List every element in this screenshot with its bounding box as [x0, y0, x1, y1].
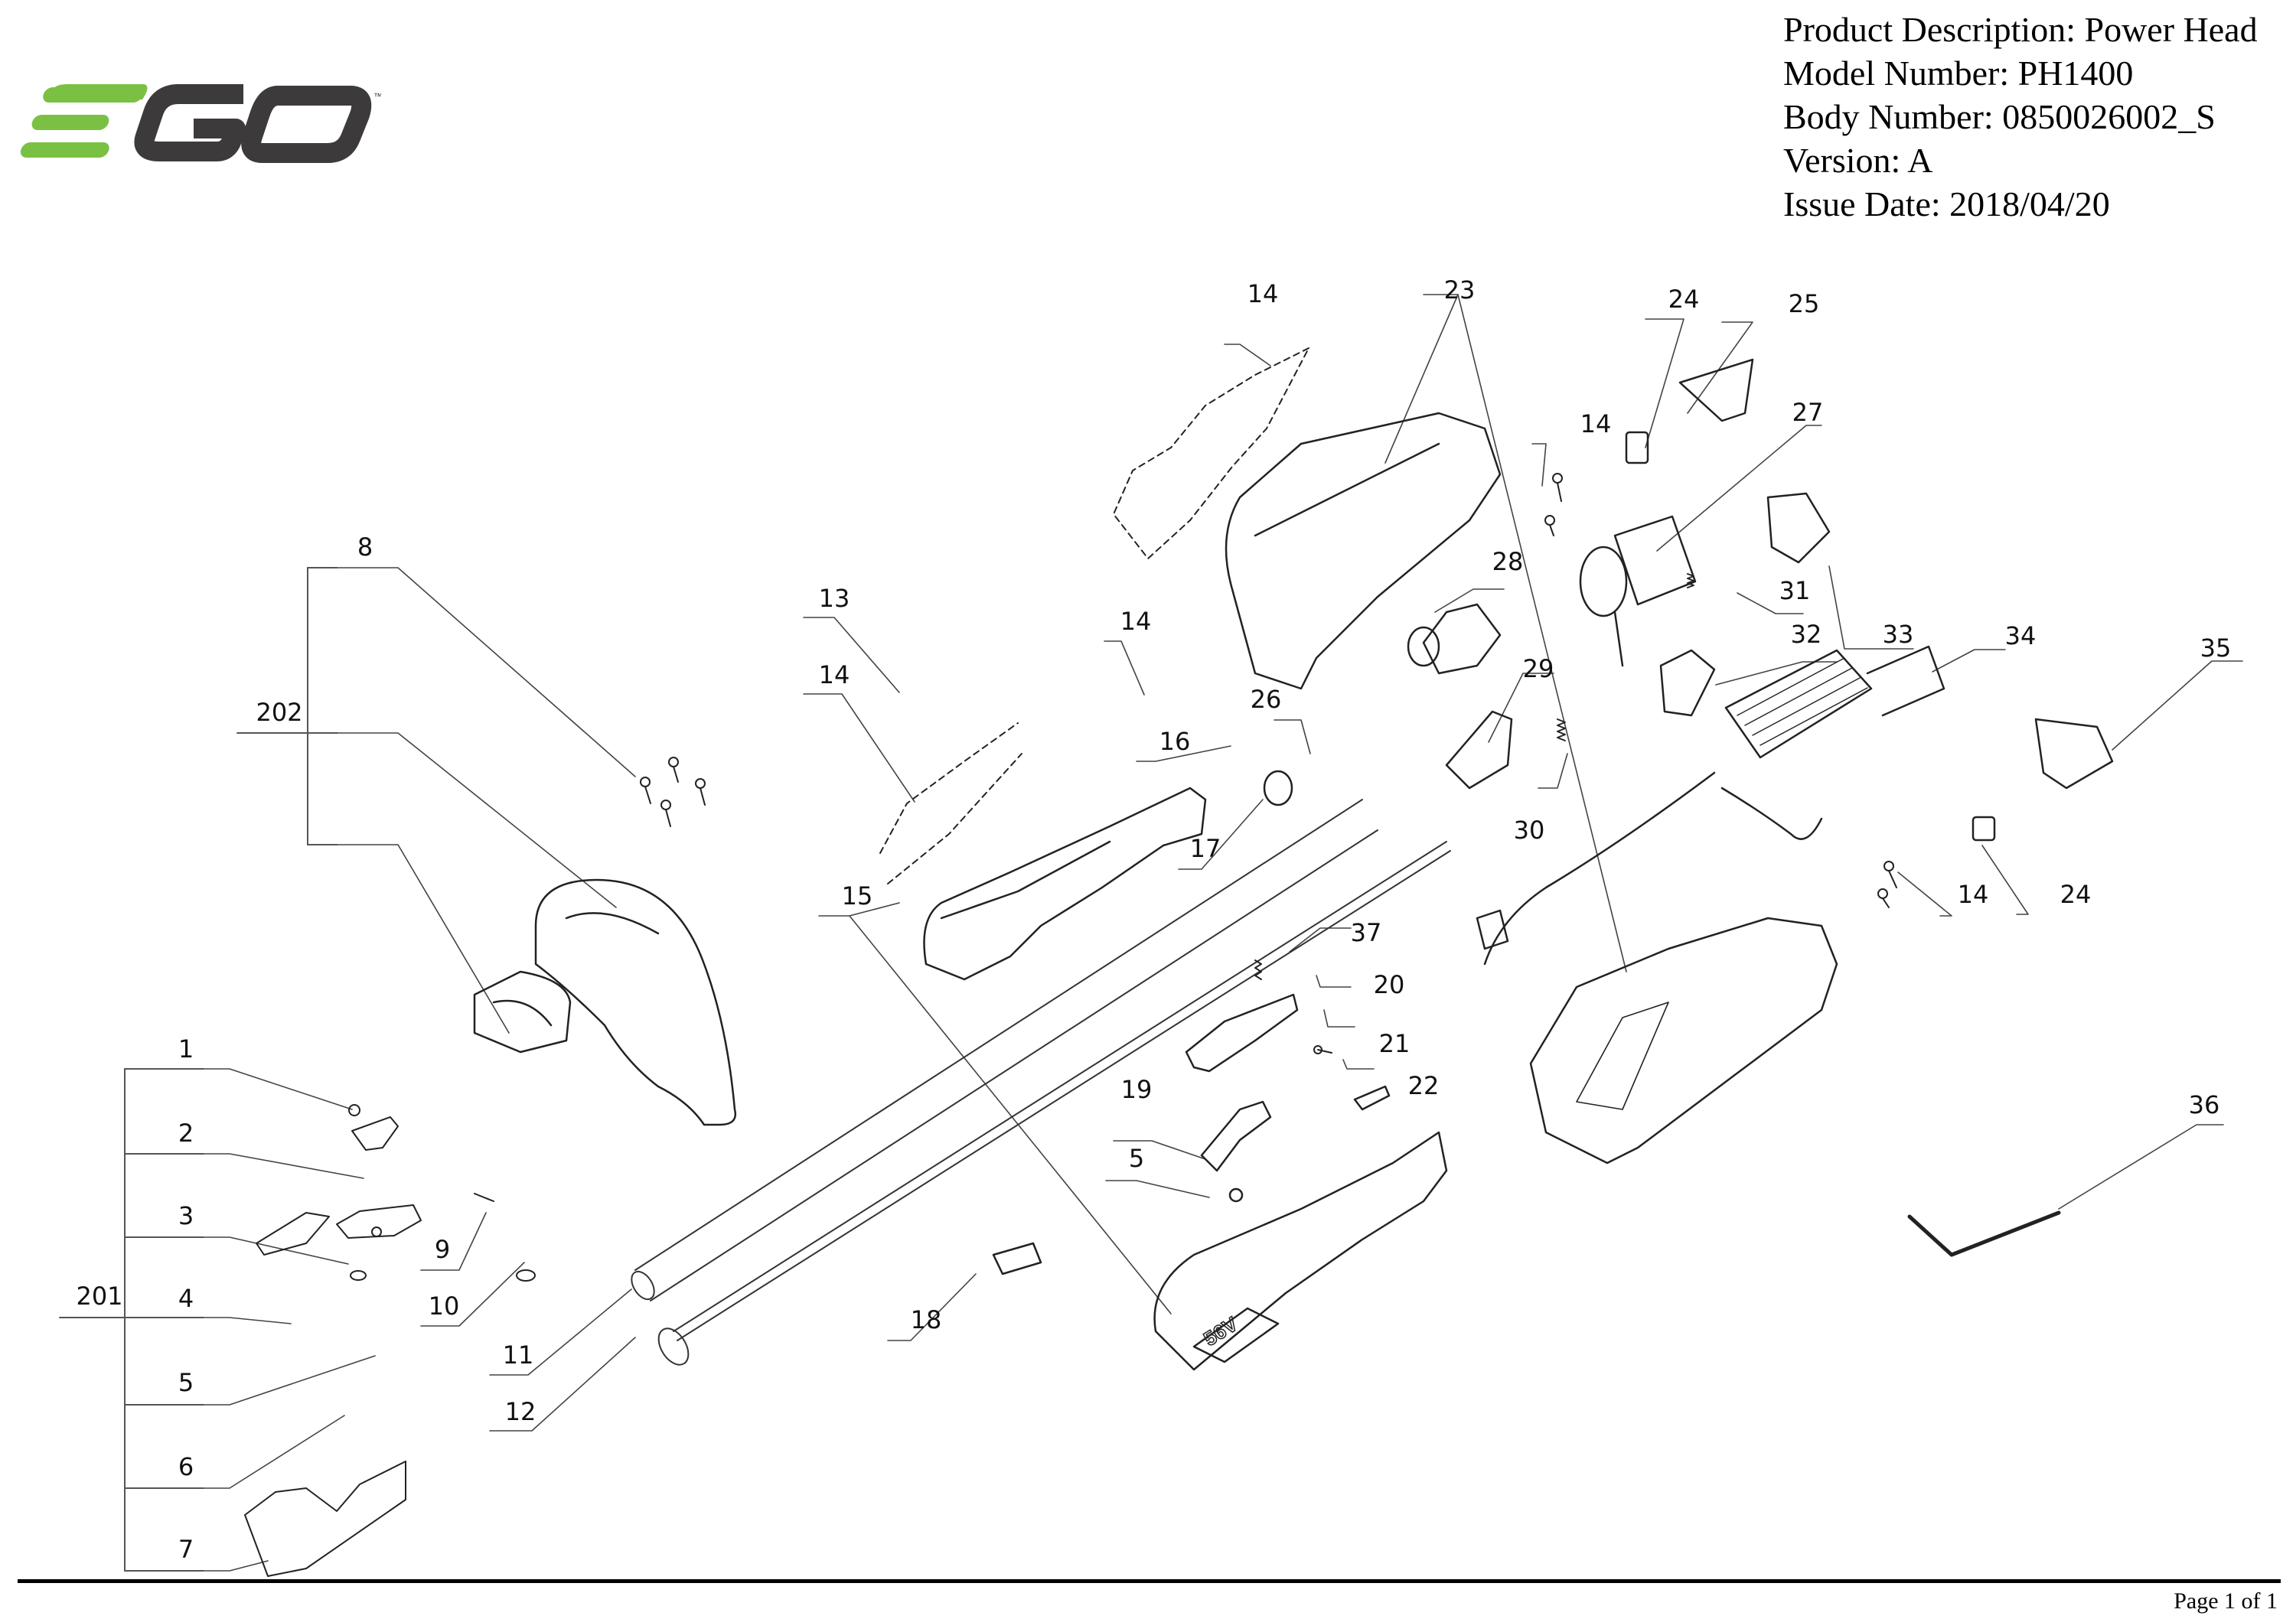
motor-27	[1579, 515, 1697, 667]
callout-14-mid: 14	[1120, 607, 1152, 636]
callout-27: 27	[1792, 398, 1824, 427]
callout-18: 18	[910, 1305, 942, 1334]
part-22	[1353, 1085, 1391, 1111]
controller-34	[1483, 645, 1945, 966]
callout-1: 1	[178, 1034, 194, 1064]
footer-rule	[18, 1579, 2281, 1583]
spring-37	[1254, 959, 1262, 980]
switch-18	[992, 1242, 1042, 1275]
product-description: Product Description: Power Head	[1783, 10, 2258, 49]
callout-22: 22	[1407, 1071, 1440, 1100]
callout-2: 2	[178, 1119, 194, 1148]
callout-12: 12	[504, 1397, 536, 1426]
issue-date: Issue Date: 2018/04/20	[1783, 184, 2110, 223]
logo-green-stripes	[20, 84, 148, 158]
screws-cluster-b	[1113, 347, 1309, 559]
callout-201: 201	[76, 1282, 123, 1311]
clamp-17	[1263, 770, 1293, 806]
shaft-tube	[631, 799, 1451, 1366]
housing-23-upper	[1225, 412, 1502, 690]
spring-5b	[1228, 1187, 1244, 1203]
housing-23-lower	[1529, 917, 1838, 1165]
screws-cluster-a	[879, 722, 1022, 884]
part-33	[1766, 492, 1831, 564]
callout-24-bottom: 24	[2060, 880, 2092, 909]
callout-14-left: 14	[818, 660, 850, 689]
version: Version: A	[1783, 141, 1933, 180]
bracket-201	[59, 1068, 204, 1572]
spring-31	[1687, 573, 1694, 588]
body-number: Body Number: 0850026002_S	[1783, 97, 2216, 136]
header-info: Product Description: Power Head Model Nu…	[1783, 8, 2258, 226]
spring-30	[1557, 718, 1566, 741]
handle-clamp	[473, 970, 572, 1054]
part-25	[1678, 358, 1754, 422]
part-28	[1407, 603, 1502, 675]
screws-14-right	[1544, 473, 1897, 908]
callout-23: 23	[1443, 275, 1476, 305]
callout-28: 28	[1492, 547, 1524, 576]
callout-9: 9	[434, 1235, 451, 1264]
callout-11: 11	[502, 1340, 534, 1370]
pin-21	[1313, 1045, 1332, 1054]
callout-29: 29	[1522, 654, 1554, 683]
wire-connector	[1476, 909, 1509, 950]
callout-6: 6	[178, 1452, 194, 1481]
callout-32: 32	[1790, 620, 1822, 649]
callout-19: 19	[1120, 1075, 1153, 1104]
screws-8	[640, 757, 706, 827]
front-handle	[534, 878, 737, 1126]
logo-trademark: ™	[373, 91, 381, 102]
part-32	[1659, 649, 1716, 717]
callout-21: 21	[1378, 1029, 1411, 1058]
callout-25: 25	[1788, 289, 1820, 318]
callout-33: 33	[1882, 620, 1914, 649]
left-housing-15	[923, 787, 1207, 981]
callout-20: 20	[1373, 970, 1405, 999]
trigger-20	[1185, 993, 1299, 1073]
part-35	[2034, 718, 2114, 790]
page-number: Page 1 of 1	[2174, 1588, 2278, 1614]
ego-logo: ™	[20, 84, 381, 163]
callout-37: 37	[1350, 918, 1382, 947]
callout-31: 31	[1779, 576, 1811, 605]
callout-7: 7	[178, 1535, 194, 1564]
callout-15: 15	[841, 881, 873, 910]
callout-14-lower-right: 14	[1957, 880, 1989, 909]
callout-5: 5	[178, 1368, 194, 1397]
callout-30: 30	[1513, 816, 1545, 845]
callout-35: 35	[2200, 634, 2232, 663]
part-24-top	[1625, 431, 1649, 464]
leader-lines	[202, 294, 2243, 1572]
callout-8: 8	[357, 533, 373, 562]
callout-34: 34	[2004, 621, 2037, 650]
callout-202: 202	[256, 698, 303, 727]
parts-201-group	[244, 1104, 536, 1577]
trigger-lock-19	[1200, 1100, 1272, 1172]
logo-go-letters	[134, 84, 372, 163]
callout-5-mid: 5	[1128, 1144, 1145, 1173]
callout-14-top: 14	[1247, 279, 1279, 308]
model-number: Model Number: PH1400	[1783, 54, 2134, 93]
callout-16: 16	[1159, 727, 1191, 756]
callout-26: 26	[1250, 685, 1282, 714]
callout-10: 10	[428, 1292, 460, 1321]
callout-14-upper-right: 14	[1580, 409, 1612, 438]
callout-36: 36	[2188, 1090, 2220, 1119]
callout-24-top: 24	[1668, 285, 1700, 314]
hex-key-36	[1907, 1210, 2061, 1257]
callout-13: 13	[818, 584, 850, 613]
part-24-bottom	[1971, 816, 1996, 842]
bracket-202	[236, 567, 338, 845]
callout-4: 4	[178, 1284, 194, 1313]
callout-17: 17	[1189, 834, 1221, 863]
callout-3: 3	[178, 1201, 194, 1230]
right-housing-56v	[1153, 1131, 1448, 1371]
part-29	[1445, 710, 1513, 790]
